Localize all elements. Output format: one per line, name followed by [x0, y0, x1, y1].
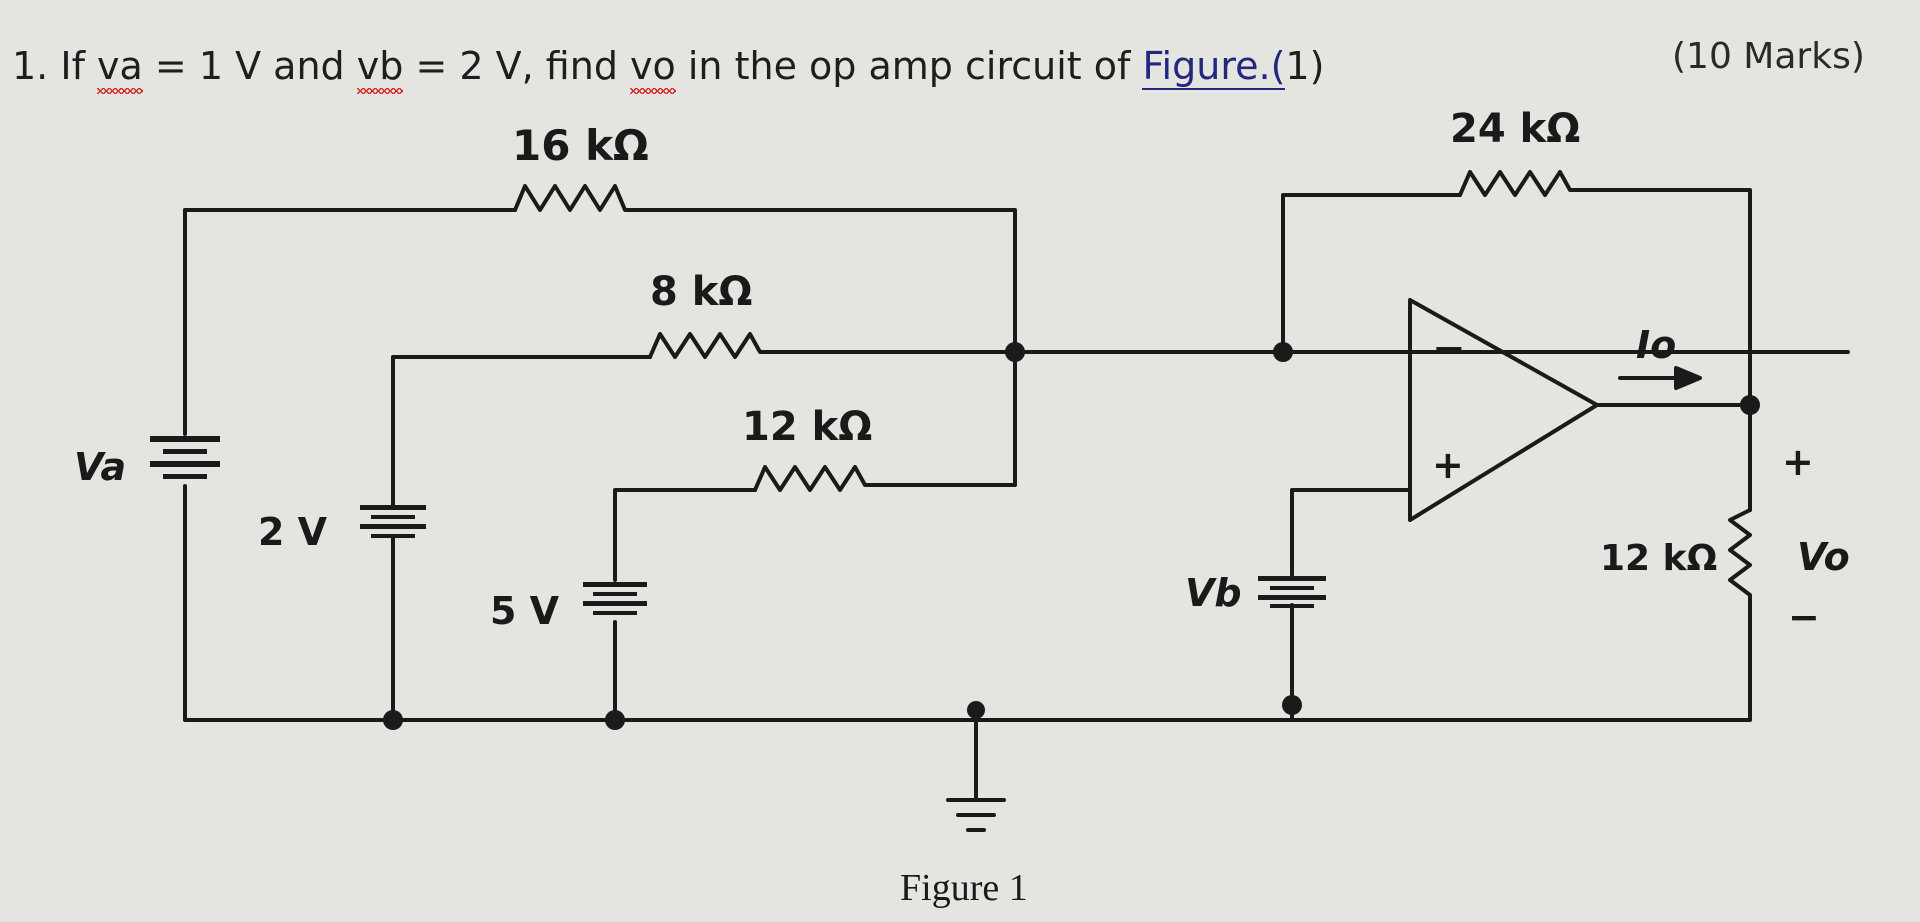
resistor-16k	[513, 184, 637, 212]
vo-text: vo	[630, 44, 676, 88]
battery-2v-cell	[360, 524, 426, 529]
battery-5v-cell	[593, 611, 637, 615]
label-vo: Vo	[1797, 535, 1850, 579]
battery-va-cell	[163, 474, 207, 479]
battery-vb-cell	[1270, 586, 1314, 590]
battery-2v-cell	[360, 505, 426, 510]
label-vo-minus: −	[1788, 595, 1820, 639]
junction-dot	[383, 710, 403, 730]
label-r8: 8 kΩ	[650, 269, 752, 315]
wire	[1281, 188, 1752, 354]
resistor-12k-load	[1728, 508, 1752, 627]
battery-vb-cell	[1270, 604, 1314, 608]
ground-symbol	[946, 798, 1006, 832]
junction-dot	[1740, 395, 1760, 415]
label-vb: Vb	[1185, 571, 1242, 615]
spellcheck-squiggle	[356, 88, 404, 94]
wire	[183, 208, 1850, 487]
question-part-2: = 1 V and	[154, 44, 345, 88]
label-2v: 2 V	[258, 510, 328, 554]
spellcheck-squiggle	[97, 88, 143, 94]
vb-term: vb	[356, 44, 404, 94]
battery-5v-cell	[593, 592, 637, 596]
resistor-12k-mid	[753, 465, 872, 492]
battery-2v-cell	[371, 534, 415, 538]
spellcheck-squiggle	[630, 88, 676, 94]
battery-va-cell	[163, 449, 207, 454]
question-text: 1. If va = 1 V and vb = 2 V, find vo in …	[12, 44, 1325, 94]
vb-text: vb	[356, 44, 404, 88]
va-text: va	[97, 44, 143, 88]
junction-dot	[605, 710, 625, 730]
question-number: 1.	[12, 44, 49, 88]
figure-link[interactable]: Figure.(	[1142, 44, 1286, 90]
battery-va-cell	[150, 461, 220, 467]
marks-label: (10 Marks)	[1672, 36, 1865, 77]
question-part-3: = 2 V, find	[415, 44, 618, 88]
label-5v: 5 V	[490, 589, 560, 633]
resistor-8k	[648, 332, 767, 359]
label-va: Va	[74, 445, 126, 489]
question-part-4: in the op amp circuit of	[687, 44, 1131, 88]
battery-5v-cell	[583, 601, 647, 606]
label-io: Io	[1636, 323, 1676, 367]
junction-dot	[1282, 695, 1302, 715]
wire	[183, 208, 1752, 722]
figure-caption: Figure 1	[900, 867, 1028, 909]
battery-va-cell	[150, 436, 220, 442]
battery-vb-cell	[1258, 595, 1326, 600]
junction-dot	[1005, 342, 1025, 362]
junction-dot	[1273, 342, 1293, 362]
battery-vb-cell	[1258, 576, 1326, 581]
vo-term: vo	[630, 44, 676, 94]
label-plus-input: +	[1432, 443, 1464, 487]
question-part-5: 1)	[1285, 44, 1325, 88]
label-r24: 24 kΩ	[1450, 106, 1580, 152]
label-r16: 16 kΩ	[512, 121, 649, 170]
battery-5v-cell	[583, 582, 647, 587]
va-term: va	[97, 44, 143, 94]
question-part-1: If	[60, 44, 85, 88]
resistor-24k	[1458, 170, 1577, 197]
io-arrow	[1618, 366, 1702, 390]
battery-2v-cell	[371, 515, 415, 519]
wire	[391, 350, 1017, 507]
label-minus-input: −	[1432, 326, 1466, 372]
junction-dot	[967, 701, 985, 719]
label-vo-plus: +	[1782, 440, 1814, 484]
wire	[613, 483, 1017, 582]
label-r12-load: 12 kΩ	[1600, 538, 1717, 579]
label-r12-mid: 12 kΩ	[742, 404, 872, 450]
op-amp	[1408, 298, 1599, 522]
